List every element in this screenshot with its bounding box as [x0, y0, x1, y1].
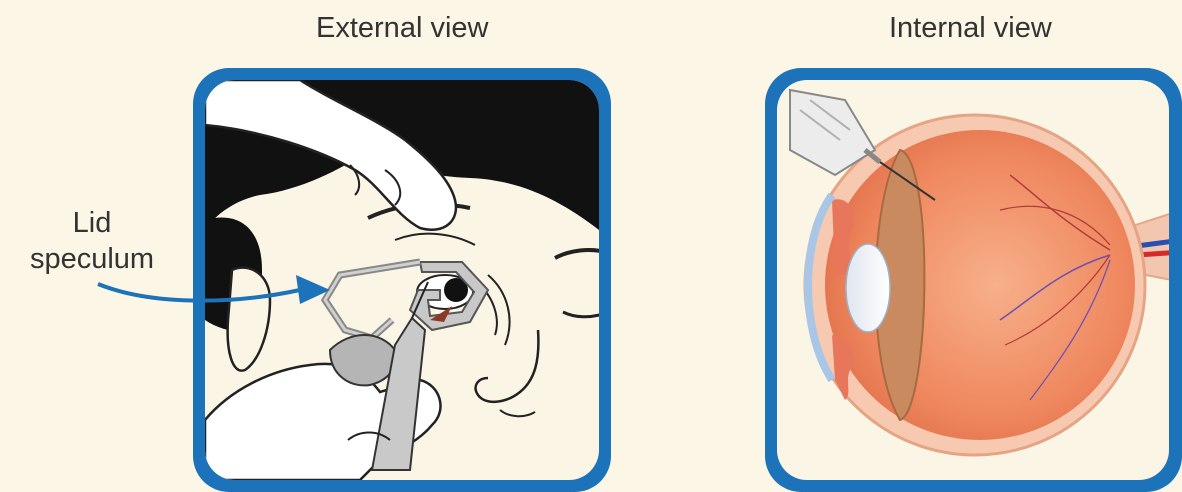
external-view-panel [193, 68, 611, 492]
lens [846, 244, 890, 332]
internal-view-panel [765, 68, 1182, 492]
